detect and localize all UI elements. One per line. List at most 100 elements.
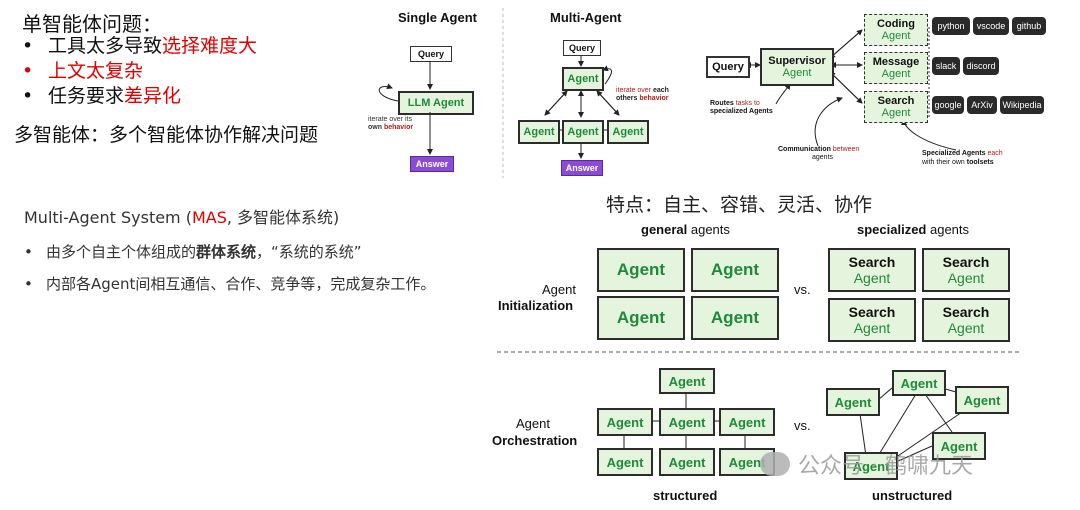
supervisor-query-box: Query bbox=[706, 56, 750, 78]
search-word: Search bbox=[848, 304, 896, 320]
message-agent-box: Message Agent bbox=[864, 52, 928, 84]
message-agent-label: Agent bbox=[881, 68, 911, 80]
unstructured-agent: Agent bbox=[826, 388, 880, 416]
search-label: Search bbox=[877, 95, 915, 107]
vs-orch: vs. bbox=[794, 418, 811, 433]
search-word: Search bbox=[848, 254, 896, 270]
search-agent-label: Agent bbox=[881, 107, 911, 119]
specialized-note: Specialized Agents each with their own t… bbox=[922, 149, 1003, 167]
spec-agent-word: Agent bbox=[947, 270, 985, 286]
agents-word: agents bbox=[687, 222, 730, 237]
general-agent-box: Agent bbox=[691, 296, 779, 340]
multi-agent-left-box: Agent bbox=[518, 120, 560, 144]
routes-note: Routes tasks to specialized Agents bbox=[710, 100, 773, 116]
mas-title-a: Multi-Agent System ( bbox=[24, 208, 192, 227]
tool-google: google bbox=[932, 96, 964, 114]
tool-arxiv: ArXiv bbox=[967, 96, 997, 114]
iterate-text: iterate over its bbox=[368, 116, 412, 123]
mas-bullet-1: • 由多个自主个体组成的群体系统，“系统的系统” bbox=[24, 236, 435, 268]
structured-leaf-agent: Agent bbox=[659, 448, 715, 476]
vs-init: vs. bbox=[794, 282, 811, 297]
toolsets-word: toolsets bbox=[966, 159, 994, 166]
spec-agent-word: Agent bbox=[853, 320, 891, 336]
general-agent-label: Agent bbox=[710, 308, 760, 327]
communication-word: Communication bbox=[778, 146, 831, 153]
multi-answer-box: Answer bbox=[561, 160, 603, 176]
spec-agent-word: Agent bbox=[853, 270, 891, 286]
tool-vscode: vscode bbox=[973, 17, 1009, 35]
structured-agent: Agent bbox=[659, 408, 715, 436]
comm-line-2: agents bbox=[812, 154, 834, 161]
watermark: 公众号 · 鹤啸九天 bbox=[760, 448, 973, 480]
iterate-line-1: iterate over each bbox=[616, 87, 669, 95]
watermark-text: 公众号 · 鹤啸九天 bbox=[798, 454, 973, 479]
behavior-word-multi: behavior bbox=[639, 95, 669, 102]
general-agents-heading: general agents bbox=[641, 222, 730, 237]
iterate-text-2: own behavior bbox=[368, 124, 413, 132]
features-title: 特点：自主、容错、灵活、协作 bbox=[606, 194, 873, 216]
unstructured-agent: Agent bbox=[844, 452, 898, 480]
general-agent-box: Agent bbox=[597, 248, 685, 292]
agents-word-2: agents bbox=[926, 222, 970, 237]
mas-b2: 内部各Agent间相互通信、合作、竞争等，完成复杂工作。 bbox=[46, 275, 436, 293]
search-word: Search bbox=[942, 304, 990, 320]
mas-title-b: , 多智能体系统) bbox=[226, 208, 340, 227]
spec-line-2: with their own toolsets bbox=[922, 158, 1003, 167]
bullet-highlight: 差异化 bbox=[124, 85, 182, 107]
specialized-agents-heading: specialized agents bbox=[857, 222, 969, 237]
mas-abbrev: MAS bbox=[191, 208, 227, 227]
mas-bullet-2: • 内部各Agent间相互通信、合作、竞争等，完成复杂工作。 bbox=[24, 268, 435, 300]
multi-query-box: Query bbox=[563, 40, 601, 56]
between-word: between bbox=[832, 146, 860, 153]
tool-wikipedia: Wikipedia bbox=[1000, 96, 1044, 114]
general-agent-box: Agent bbox=[597, 296, 685, 340]
bullet-dot: • bbox=[22, 85, 34, 107]
bullet-text: 任务要求 bbox=[48, 85, 125, 107]
bullet-item: • 任务要求差异化 bbox=[22, 84, 257, 109]
multi-agent-title: Multi-Agent bbox=[550, 10, 622, 25]
supervisor-agent-label: Agent bbox=[782, 67, 812, 79]
single-answer-box: Answer bbox=[410, 156, 454, 172]
bullet-highlight: 上文太复杂 bbox=[48, 60, 144, 82]
structured-agent: Agent bbox=[719, 408, 775, 436]
structured-leaf-agent: Agent bbox=[597, 448, 653, 476]
mas-title: Multi-Agent System (MAS, 多智能体系统) bbox=[24, 204, 339, 228]
llm-agent-box: LLM Agent bbox=[398, 91, 474, 115]
bullet-dot: • bbox=[24, 243, 33, 261]
tool-github: github bbox=[1012, 17, 1046, 35]
agent-word: Agent bbox=[542, 282, 576, 297]
tool-slack: slack bbox=[932, 57, 960, 75]
coding-agent-label: Agent bbox=[881, 30, 911, 42]
coding-agent-box: Coding Agent bbox=[864, 14, 928, 46]
single-agent-title: Single Agent bbox=[398, 10, 477, 25]
iterate-line-2: others behavior bbox=[616, 95, 669, 103]
search-agent-box: Search Agent bbox=[864, 91, 928, 123]
single-iterate-note: iterate over its own behavior bbox=[368, 116, 413, 132]
unstructured-agent: Agent bbox=[892, 370, 946, 396]
bullet-dot: • bbox=[22, 60, 34, 82]
general-agent-box: Agent bbox=[691, 248, 779, 292]
single-query-box: Query bbox=[410, 46, 452, 62]
unstructured-agent: Agent bbox=[955, 386, 1009, 414]
routes-line-2: specialized Agents bbox=[710, 108, 773, 115]
bullet-dot: • bbox=[22, 35, 34, 57]
bullet-dot: • bbox=[24, 275, 33, 293]
multi-agent-mid-box: Agent bbox=[562, 120, 604, 144]
others-word: others bbox=[616, 95, 638, 102]
specialized-word: specialized bbox=[857, 222, 927, 237]
spec-word: Specialized Agents bbox=[922, 150, 986, 157]
each-word-spec: each bbox=[987, 150, 1003, 157]
mas-b1-bold: 群体系统 bbox=[196, 243, 257, 261]
multi-agent-top-box: Agent bbox=[562, 67, 604, 91]
mas-b1-a: 由多个自主个体组成的 bbox=[46, 243, 197, 261]
comm-line-1: Communication between bbox=[778, 146, 859, 154]
mas-bullets: • 由多个自主个体组成的群体系统，“系统的系统” • 内部各Agent间相互通信… bbox=[24, 236, 435, 300]
communication-note: Communication between agents bbox=[778, 146, 859, 162]
wechat-icon bbox=[760, 452, 790, 476]
search-word: Search bbox=[942, 254, 990, 270]
own-word: own bbox=[368, 124, 382, 131]
